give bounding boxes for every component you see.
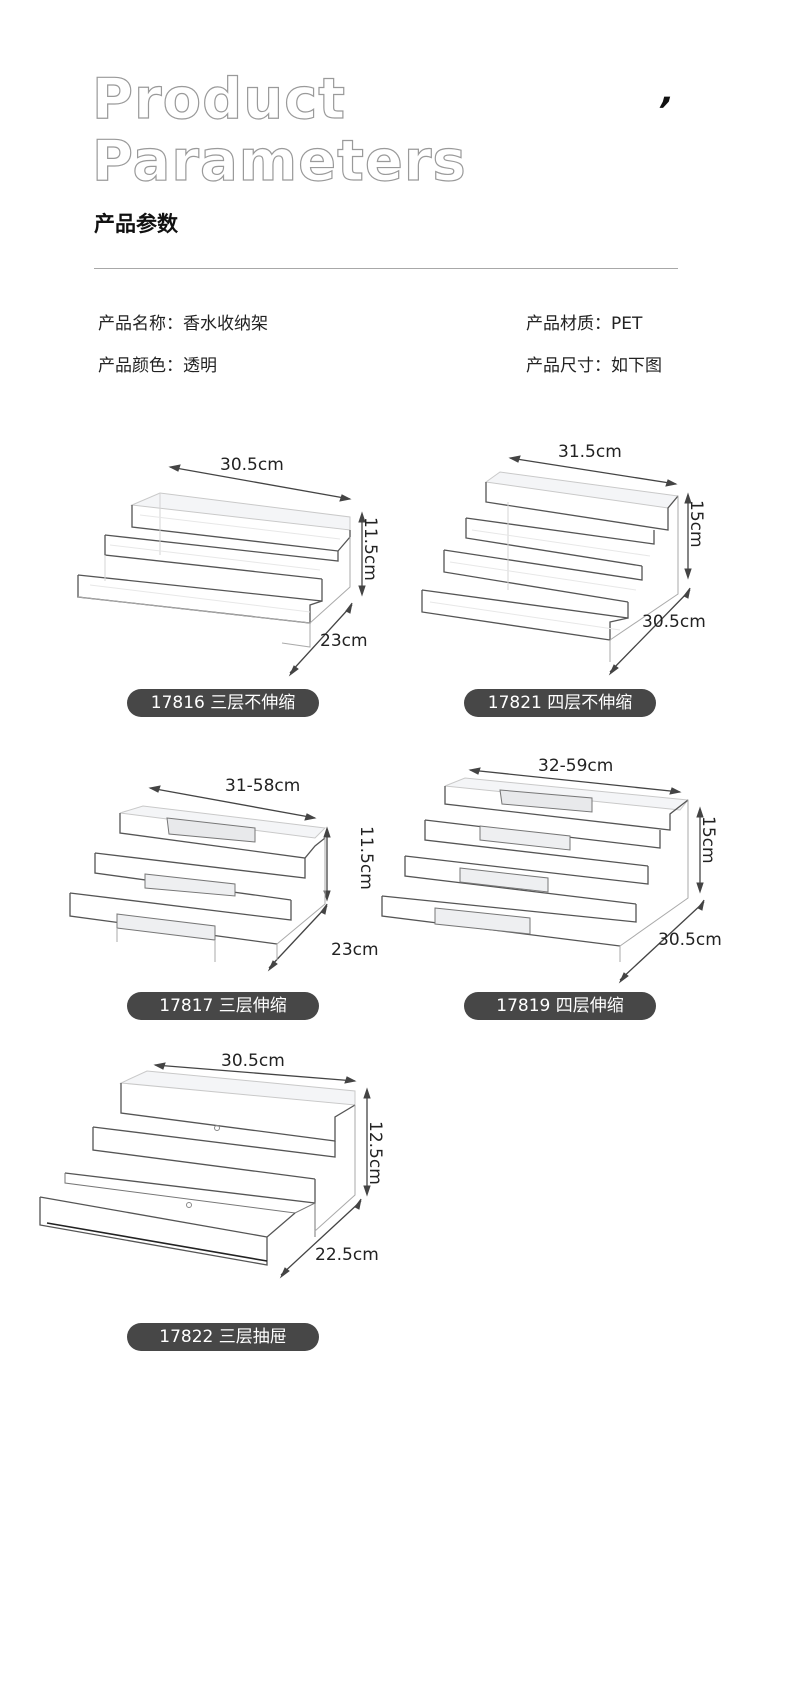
height-dimension: 15cm xyxy=(686,500,706,548)
spec-size: 产品尺寸：如下图 xyxy=(526,351,662,376)
height-dimension: 11.5cm xyxy=(360,517,380,581)
width-dimension: 31.5cm xyxy=(558,442,622,462)
width-dimension: 30.5cm xyxy=(220,455,284,475)
depth-dimension: 30.5cm xyxy=(658,930,722,950)
height-dimension: 11.5cm xyxy=(356,826,376,890)
product-label-17816: 17816 三层不伸缩 xyxy=(127,689,319,717)
product-17821: 31.5cm 15cm 30.5cm xyxy=(410,440,730,676)
spec-material: 产品材质：PET xyxy=(526,309,642,334)
product-17816: 30.5cm 11.5cm 23cm xyxy=(70,455,380,677)
extendable-stair-shelf-3-tier-illustration xyxy=(69,785,331,972)
section-title: 产品参数 xyxy=(94,212,178,236)
product-label-17817: 17817 三层伸缩 xyxy=(127,992,319,1020)
divider xyxy=(94,268,678,269)
width-dimension: 30.5cm xyxy=(221,1051,285,1071)
height-dimension: 12.5cm xyxy=(365,1121,385,1185)
product-label-17822: 17822 三层抽屉 xyxy=(127,1323,319,1351)
spec-value: 香水收纳架 xyxy=(183,314,268,334)
hero-title-line-2: Parameters xyxy=(91,129,467,194)
spec-label: 产品颜色： xyxy=(98,356,183,376)
depth-dimension: 30.5cm xyxy=(642,612,706,632)
width-dimension: 31-58cm xyxy=(225,776,301,796)
product-17819: 32-59cm 15cm 30.5cm xyxy=(370,756,730,984)
stair-shelf-4-tier-illustration xyxy=(421,455,692,676)
spec-product-name: 产品名称：香水收纳架 xyxy=(98,309,268,334)
depth-dimension: 23cm xyxy=(320,631,368,651)
spec-value: 如下图 xyxy=(611,356,662,376)
product-label-17819: 17819 四层伸缩 xyxy=(464,992,656,1020)
depth-dimension: 23cm xyxy=(331,940,379,960)
product-17822: 30.5cm 12.5cm 22.5cm xyxy=(35,1051,395,1295)
hero-title-line-1: Product xyxy=(91,67,347,132)
stair-shelf-3-tier-illustration xyxy=(77,464,366,677)
spec-value: PET xyxy=(611,314,643,334)
accent-mark: , xyxy=(656,72,681,112)
spec-value: 透明 xyxy=(183,356,217,376)
spec-label: 产品名称： xyxy=(98,314,183,334)
stair-shelf-drawer-illustration xyxy=(39,1062,371,1279)
product-17817: 31-58cm 11.5cm 23cm xyxy=(65,776,385,978)
product-label-17821: 17821 四层不伸缩 xyxy=(464,689,656,717)
spec-label: 产品材质： xyxy=(526,314,611,334)
extendable-stair-shelf-4-tier-illustration xyxy=(381,767,705,984)
depth-dimension: 22.5cm xyxy=(315,1245,379,1265)
spec-label: 产品尺寸： xyxy=(526,356,611,376)
height-dimension: 15cm xyxy=(698,816,718,864)
width-dimension: 32-59cm xyxy=(538,756,614,776)
spec-color: 产品颜色：透明 xyxy=(98,351,217,376)
